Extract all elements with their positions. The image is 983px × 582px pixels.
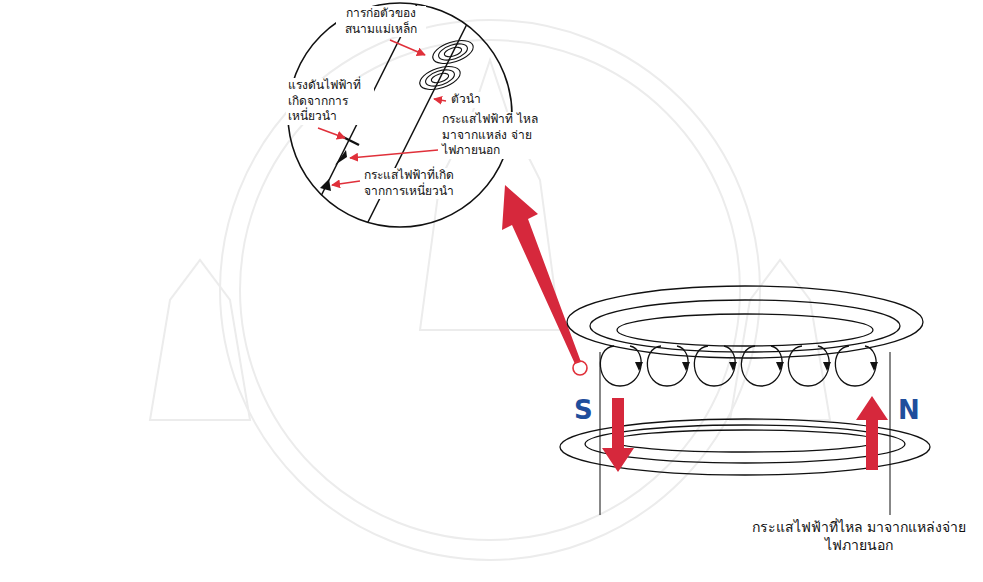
source-current-label: กระแสไฟฟ้าที่ ไหลมาจากแหล่ง จ่ายไฟภายนอก (440, 112, 540, 159)
coil-arrowhead (635, 362, 643, 371)
coil-arrowhead (776, 362, 784, 371)
coil-loop (600, 346, 641, 386)
coil-arrowhead (870, 362, 878, 371)
current-arrows (602, 396, 888, 472)
pole-label: N (898, 394, 920, 428)
coil-arrowhead (823, 362, 831, 371)
coil-loop (694, 346, 735, 386)
conductor-label: ตัวนำ (449, 92, 483, 108)
magnetic-field-rings (417, 36, 476, 94)
voltage-label: แรงดันไฟฟ้าที่ เกิดจากการ เหนี่ยวนำ (286, 78, 374, 125)
coil-loop (835, 346, 876, 386)
callout-arrow (502, 185, 581, 364)
coil-arrowhead (729, 362, 737, 371)
field-label: การก่อตัวของ สนามแม่เหล็ก (336, 6, 426, 37)
coil-loop (647, 346, 688, 386)
coil-current-label: กระแสไฟฟ้าที่ไหล มาจากแหล่งจ่ายไฟภายนอก (742, 518, 976, 554)
pole-label: S (574, 394, 593, 428)
watermark (150, 20, 830, 560)
coil-arrowhead (682, 362, 690, 371)
coil-loop (741, 346, 782, 386)
field-lines (560, 286, 930, 475)
induced-current-label: กระแสไฟฟ้าที่เกิด จากการเหนี่ยวนำ (362, 168, 470, 199)
detail-marker (573, 361, 587, 375)
coil-sides (600, 352, 890, 515)
coil-loop (788, 346, 829, 386)
coil-windings (600, 346, 878, 386)
induced-arrowhead (320, 179, 331, 191)
current-arrowhead (335, 150, 347, 165)
conductor-line (290, 0, 445, 258)
